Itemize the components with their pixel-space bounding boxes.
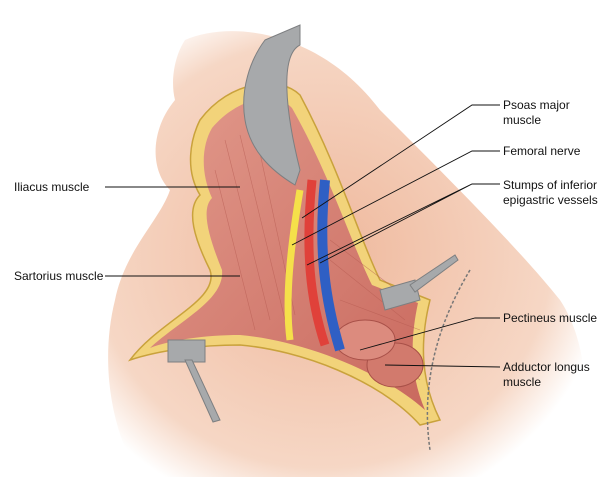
leader-lines bbox=[105, 104, 501, 368]
bottom-retractor bbox=[167, 339, 221, 423]
femoral-artery bbox=[304, 179, 330, 347]
leader-femoral-nerve bbox=[291, 150, 500, 246]
leader-psoas bbox=[301, 104, 500, 219]
leader-stumps bbox=[306, 183, 500, 266]
leader-adductor bbox=[384, 364, 501, 368]
right-retractor bbox=[379, 254, 459, 311]
femoral-nerve bbox=[284, 189, 304, 341]
pectineus-muscle bbox=[334, 319, 396, 361]
label-sartorius: Sartorius muscle bbox=[14, 269, 104, 283]
label-iliacus: Iliacus muscle bbox=[14, 180, 90, 194]
label-femoral-nerve: Femoral nerve bbox=[503, 144, 581, 158]
top-retractor bbox=[243, 24, 301, 186]
leader-pectineus bbox=[359, 317, 500, 351]
chain bbox=[426, 269, 471, 451]
label-pectineus: Pectineus muscle bbox=[503, 311, 598, 325]
